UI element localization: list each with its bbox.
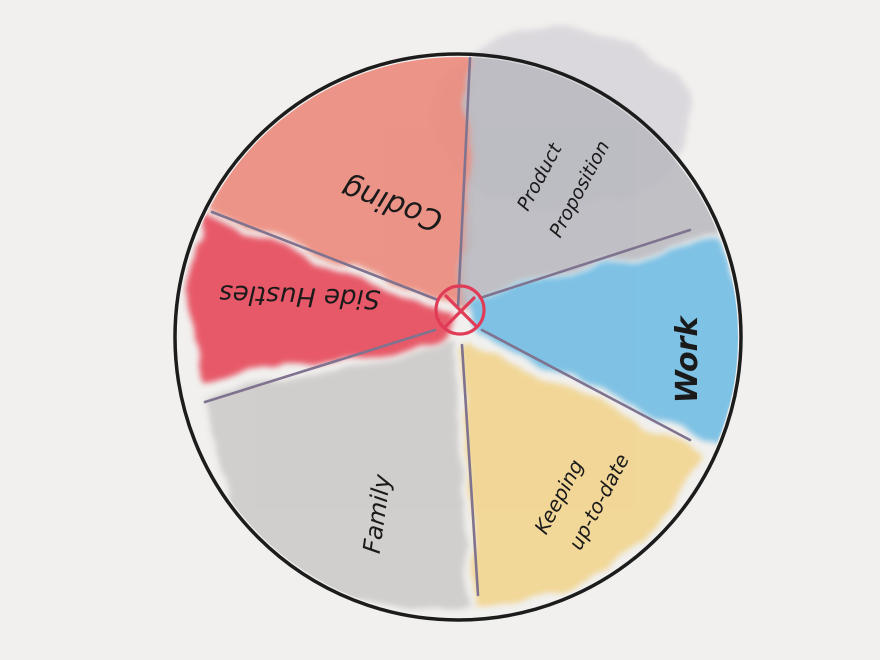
segment-dividers [203, 56, 692, 597]
divider-line [203, 328, 437, 404]
label-side-hustles: Side Hustles [219, 278, 381, 314]
divider-line [460, 343, 480, 597]
center-mark-icon [434, 284, 486, 336]
segment-work [470, 235, 738, 445]
divider-line [478, 228, 692, 300]
divider-line [456, 56, 472, 310]
wheel-outline [173, 52, 743, 622]
segment-side-hustles [185, 215, 455, 380]
segment-family [200, 340, 470, 610]
divider-line [480, 328, 692, 442]
label-work: Work [670, 315, 705, 404]
segment-keeping-up-to-date [462, 340, 700, 610]
divider-line [210, 210, 440, 302]
